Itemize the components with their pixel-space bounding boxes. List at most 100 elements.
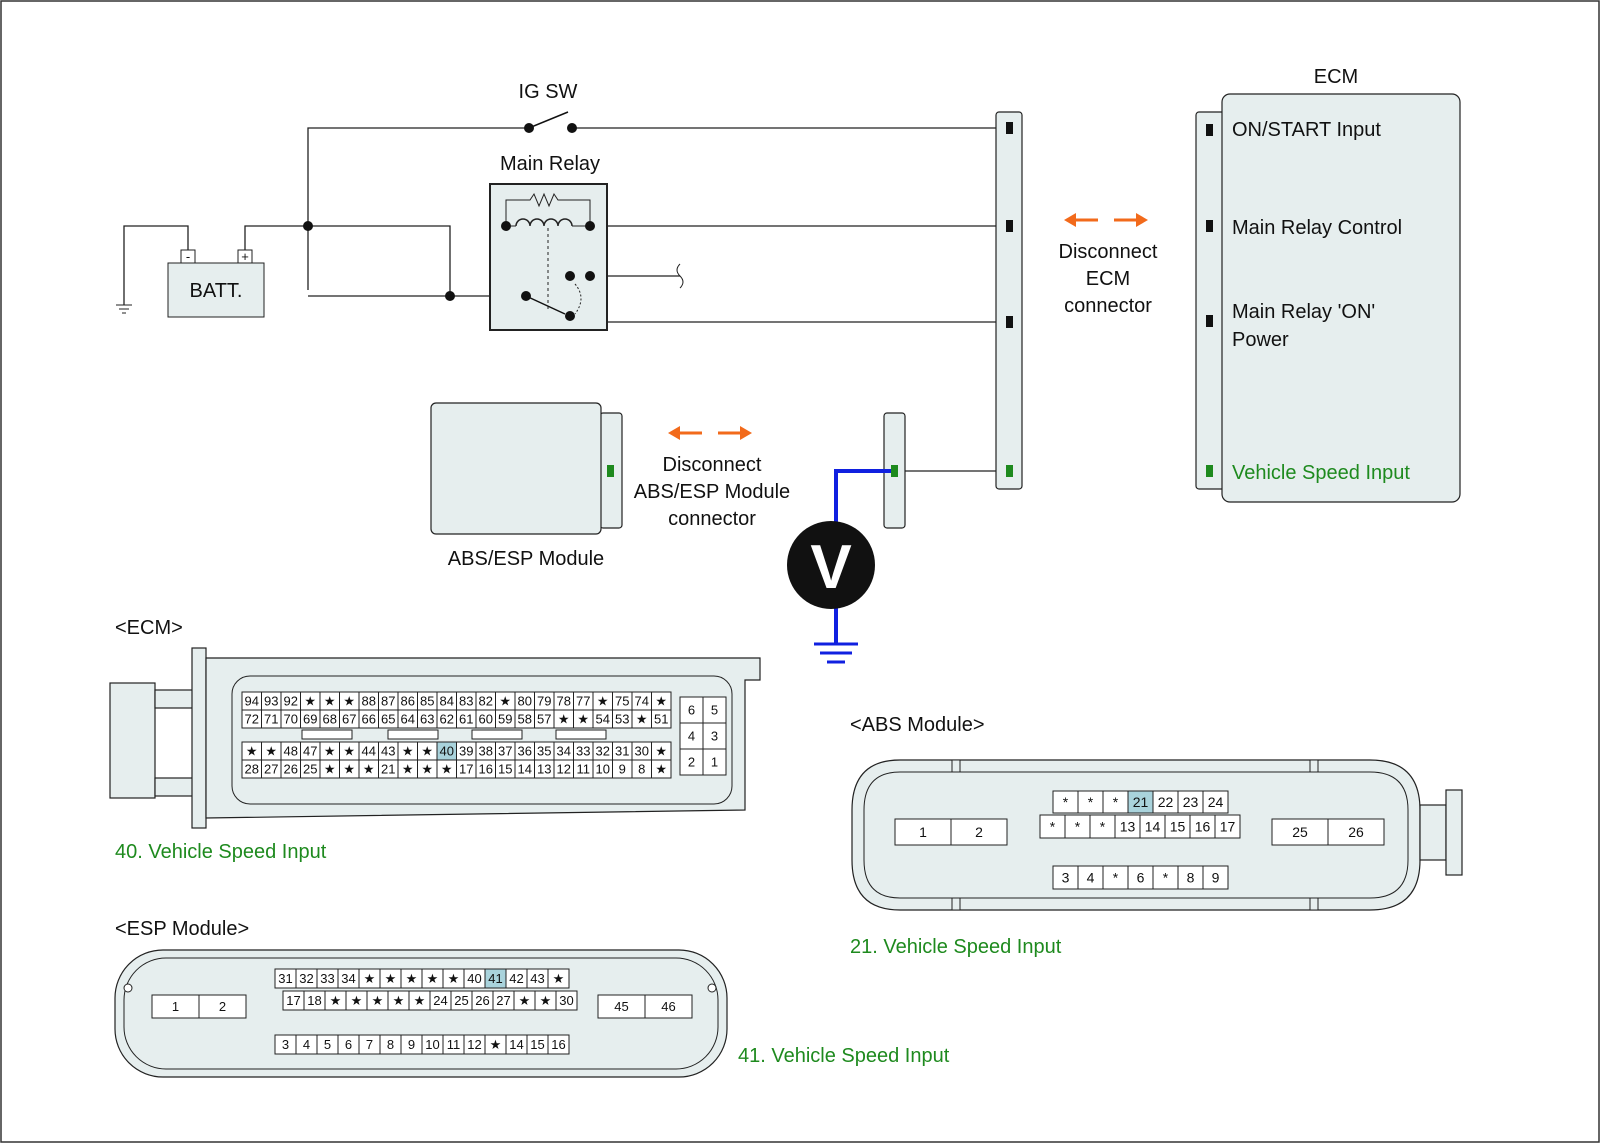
pin-cell <box>651 759 672 779</box>
abs-pin <box>607 465 614 477</box>
pin-label: 42 <box>509 971 523 986</box>
pin-label: 36 <box>518 744 532 759</box>
pin-label: ★ <box>421 744 433 759</box>
pin-label: 46 <box>661 999 675 1014</box>
pin-label: 5 <box>324 1037 331 1052</box>
disconnect-arrows-ecm <box>1064 213 1148 227</box>
pin-label: 16 <box>551 1037 565 1052</box>
pin-cell <box>198 994 247 1019</box>
pin-label: ★ <box>343 744 355 759</box>
pin-label: ★ <box>343 694 355 709</box>
pin-label: * <box>1075 819 1081 835</box>
pin-label: ★ <box>427 971 439 986</box>
pin-label: ★ <box>414 993 426 1008</box>
pin-label: 28 <box>245 762 259 777</box>
ecm-harness-pins <box>1006 122 1013 477</box>
pin-label: 66 <box>362 712 376 727</box>
pin-label: 93 <box>264 694 278 709</box>
pin-cell <box>644 994 693 1019</box>
pin-label: 68 <box>323 712 337 727</box>
pin-label: 30 <box>559 993 573 1008</box>
connector-key <box>555 729 607 740</box>
pin-label: 17 <box>459 762 473 777</box>
pin-label: 26 <box>1348 824 1364 840</box>
pin-label: ★ <box>519 993 531 1008</box>
pin-label: 7 <box>366 1037 373 1052</box>
wires <box>116 127 1000 472</box>
pin-label: 17 <box>1220 819 1236 835</box>
pin-label: 2 <box>688 755 695 770</box>
pin-label: 24 <box>433 993 447 1008</box>
pin-label: 82 <box>479 694 493 709</box>
pin-label: 71 <box>264 712 278 727</box>
pin-label: 83 <box>459 694 473 709</box>
pin-label: 1 <box>711 755 718 770</box>
pin-cell <box>1202 865 1229 890</box>
pin-label: 13 <box>537 762 551 777</box>
pin-label: ★ <box>655 694 667 709</box>
pin-label: 43 <box>530 971 544 986</box>
pin-label: 77 <box>576 694 590 709</box>
pin-label: 43 <box>381 744 395 759</box>
pin-label: 21 <box>381 762 395 777</box>
pin-label: ★ <box>406 971 418 986</box>
pin-label: * <box>1163 870 1169 886</box>
pin-label: 16 <box>1195 819 1211 835</box>
pin-label: 23 <box>1183 794 1199 810</box>
pin-label: 41 <box>488 971 502 986</box>
pin-label: ★ <box>364 971 376 986</box>
pin-label: 10 <box>596 762 610 777</box>
pin-label: 74 <box>635 694 649 709</box>
battery-label: BATT. <box>190 280 243 302</box>
pin-label: 59 <box>498 712 512 727</box>
pin-label: 25 <box>303 762 317 777</box>
pin-label: 27 <box>264 762 278 777</box>
test-connector-pin <box>891 465 898 477</box>
pin-label: ★ <box>490 1037 502 1052</box>
connector-key <box>387 729 439 740</box>
pin-label: ★ <box>553 971 565 986</box>
pin-label: 9 <box>1212 870 1220 886</box>
pin-label: 40 <box>467 971 481 986</box>
pin-label: 10 <box>425 1037 439 1052</box>
junction-dots <box>303 221 455 301</box>
pin-label: ★ <box>304 694 316 709</box>
esp-connector-face <box>114 949 728 1078</box>
pin-label: 60 <box>479 712 493 727</box>
pin-label: 31 <box>278 971 292 986</box>
pin-label: 75 <box>615 694 629 709</box>
pin-label: * <box>1050 819 1056 835</box>
pin-label: 51 <box>654 712 668 727</box>
pin-label: 18 <box>307 993 321 1008</box>
pin-label: 15 <box>1170 819 1186 835</box>
pin-label: 88 <box>362 694 376 709</box>
pin-label: 44 <box>362 744 376 759</box>
pin-cell <box>702 748 727 776</box>
pin-label: ★ <box>351 993 363 1008</box>
pin-label: * <box>1063 794 1069 810</box>
pin-label: 4 <box>303 1037 310 1052</box>
pin-label: 15 <box>530 1037 544 1052</box>
pin-label: 6 <box>1137 870 1145 886</box>
pin-label: * <box>1100 819 1106 835</box>
pin-label: ★ <box>402 762 414 777</box>
disconnect-arrows-abs <box>668 426 752 440</box>
pin-label: 84 <box>440 694 454 709</box>
pin-label: 65 <box>381 712 395 727</box>
pin-cell <box>894 818 952 846</box>
ecm-pins <box>1206 124 1213 477</box>
pin-label: ★ <box>448 971 460 986</box>
pin-cell <box>547 1034 570 1055</box>
battery-minus: - <box>186 249 190 264</box>
pin-label: ★ <box>402 744 414 759</box>
pin-label: 6 <box>688 703 695 718</box>
pin-label: 26 <box>284 762 298 777</box>
abs-connector-caption: 21. Vehicle Speed Input <box>850 936 1062 958</box>
pin-label: 92 <box>284 694 298 709</box>
pin-label: 3 <box>711 729 718 744</box>
ecm-pin-power: Power <box>1232 329 1289 351</box>
pin-label: 35 <box>537 744 551 759</box>
pin-label: ★ <box>499 694 511 709</box>
